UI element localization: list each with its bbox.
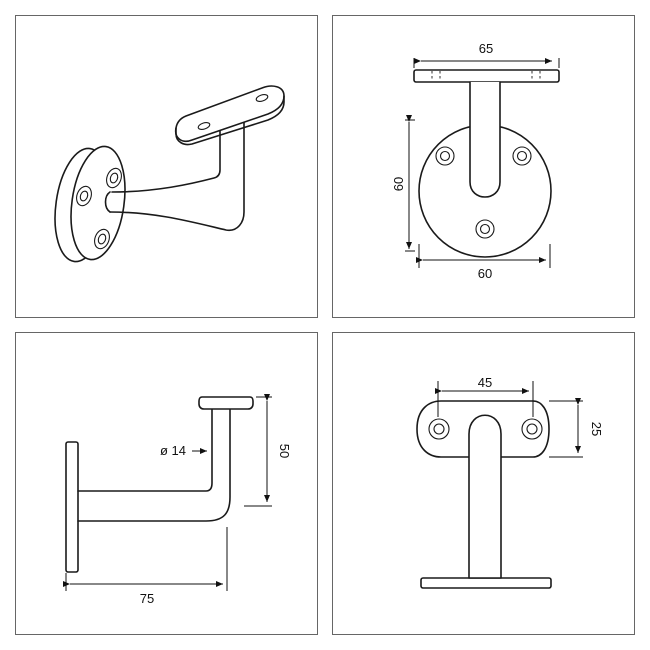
side-view-panel: ø 14 50 75 bbox=[15, 332, 318, 635]
svg-text:ø 14: ø 14 bbox=[160, 443, 186, 458]
arm-top bbox=[469, 81, 501, 198]
dimension-height: 50 bbox=[244, 394, 292, 507]
dimension-base-height: 60 bbox=[391, 115, 415, 252]
svg-text:45: 45 bbox=[478, 375, 492, 390]
plate-hole bbox=[197, 122, 211, 130]
svg-text:65: 65 bbox=[479, 41, 493, 56]
top-view-drawing: 65 60 60 bbox=[391, 41, 560, 281]
saddle-holes bbox=[428, 418, 543, 440]
plate-hole bbox=[255, 94, 269, 102]
arm-side-bottom bbox=[77, 408, 231, 522]
dimension-base-width: 60 bbox=[416, 244, 551, 281]
dimension-plate-height: 25 bbox=[549, 398, 604, 458]
saddle-plate bbox=[174, 85, 285, 146]
support-arm bbox=[104, 121, 245, 232]
perspective-view-panel bbox=[15, 15, 318, 318]
wall-disc bbox=[54, 145, 126, 263]
dimension-projection: 75 bbox=[63, 527, 228, 606]
top-view-panel: 65 60 60 bbox=[332, 15, 635, 318]
perspective-drawing bbox=[54, 85, 285, 263]
svg-text:60: 60 bbox=[478, 266, 492, 281]
screw-hole bbox=[76, 185, 92, 207]
svg-text:60: 60 bbox=[391, 177, 406, 191]
dimension-plate-width: 65 bbox=[413, 41, 560, 68]
diameter-callout: ø 14 bbox=[160, 443, 207, 458]
base-holes bbox=[435, 146, 532, 239]
screw-hole bbox=[106, 167, 122, 189]
dimension-hole-spacing: 45 bbox=[435, 375, 534, 417]
svg-text:75: 75 bbox=[140, 591, 154, 606]
saddle-side bbox=[198, 396, 254, 410]
arm-side-top bbox=[77, 408, 213, 492]
saddle-plate-top bbox=[413, 69, 560, 83]
svg-text:50: 50 bbox=[277, 444, 292, 458]
side-view-drawing: ø 14 50 75 bbox=[63, 394, 292, 606]
screw-hole bbox=[94, 228, 110, 250]
arm-front bbox=[468, 414, 502, 579]
front-view-drawing: 45 25 bbox=[416, 375, 604, 589]
front-view-panel: 45 25 bbox=[332, 332, 635, 635]
wall-plate-side bbox=[65, 441, 79, 573]
svg-text:25: 25 bbox=[589, 422, 604, 436]
base-plate-front bbox=[420, 577, 552, 589]
